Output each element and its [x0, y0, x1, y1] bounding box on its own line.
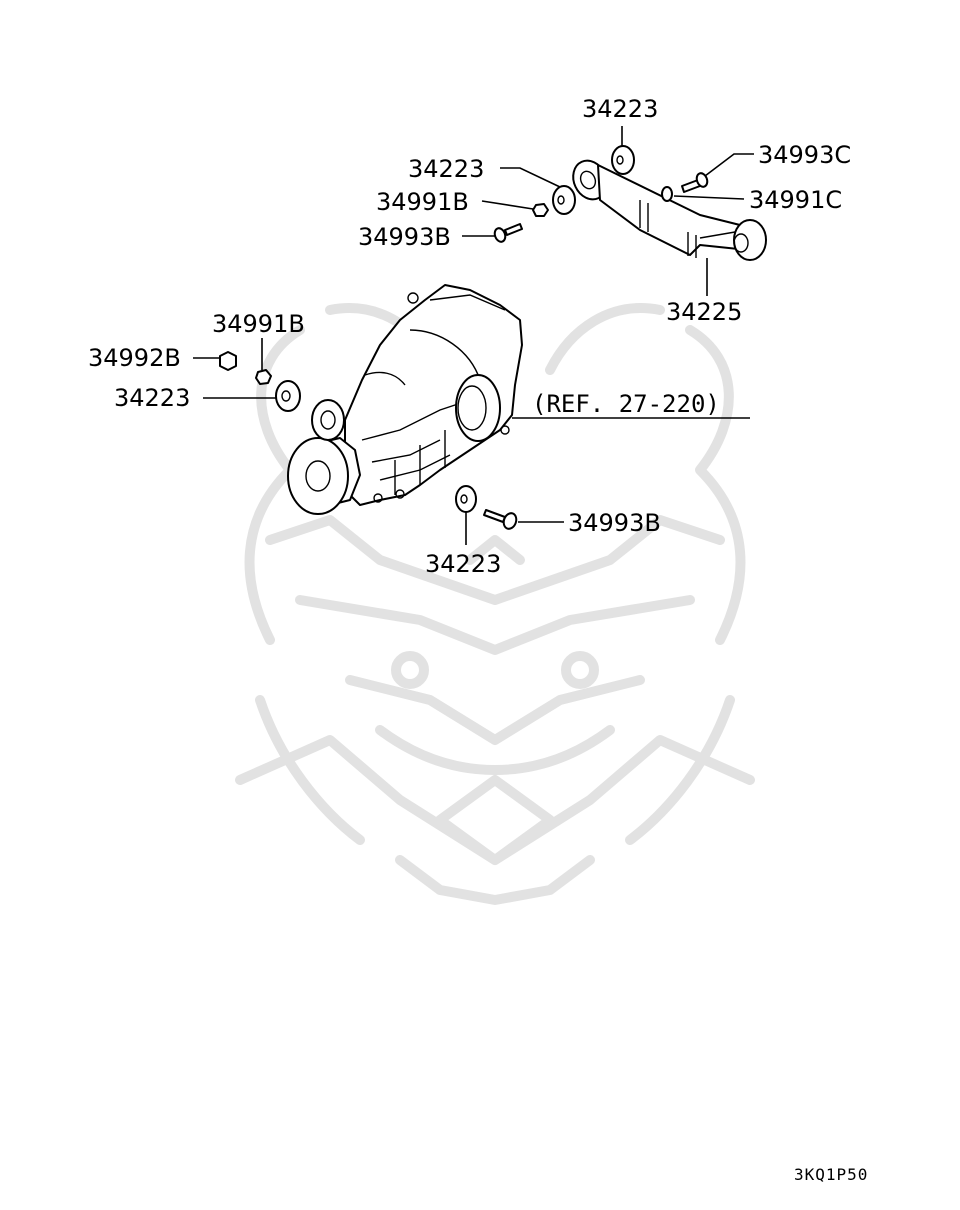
label-bushing-left: 34223 [114, 384, 190, 412]
washer-upper-right [661, 186, 673, 202]
bushing-upper-left [552, 185, 576, 215]
label-bolt-upper-right: 34993C [758, 141, 851, 169]
nut-left [255, 369, 272, 385]
bushing-bottom [455, 485, 477, 513]
label-bushing-upper-left: 34223 [408, 155, 484, 183]
label-bolt-upper-left: 34993B [358, 223, 451, 251]
cap-nut-left [219, 351, 237, 371]
label-nut-left: 34991B [212, 310, 305, 338]
bolt-bottom [483, 509, 518, 530]
diagram-code: 3KQ1P50 [794, 1165, 868, 1184]
label-bracket: 34225 [666, 298, 742, 326]
bolt-upper-right [681, 172, 709, 193]
label-cap-nut-left: 34992B [88, 344, 181, 372]
leader-lines [193, 126, 754, 545]
label-reference: (REF. 27-220) [532, 390, 720, 418]
label-bolt-bottom: 34993B [568, 509, 661, 537]
label-nut-upper: 34991B [376, 188, 469, 216]
differential-carrier [287, 284, 523, 515]
label-bushing-upper-right: 34223 [582, 95, 658, 123]
bushing-upper-right [611, 145, 635, 175]
nut-upper [532, 203, 549, 217]
mounting-bracket [572, 159, 767, 261]
bolt-upper-left [493, 223, 523, 243]
label-washer-upper-right: 34991C [749, 186, 842, 214]
watermark-emblem [235, 303, 755, 905]
label-bushing-bottom: 34223 [425, 550, 501, 578]
bushing-left [275, 380, 301, 412]
